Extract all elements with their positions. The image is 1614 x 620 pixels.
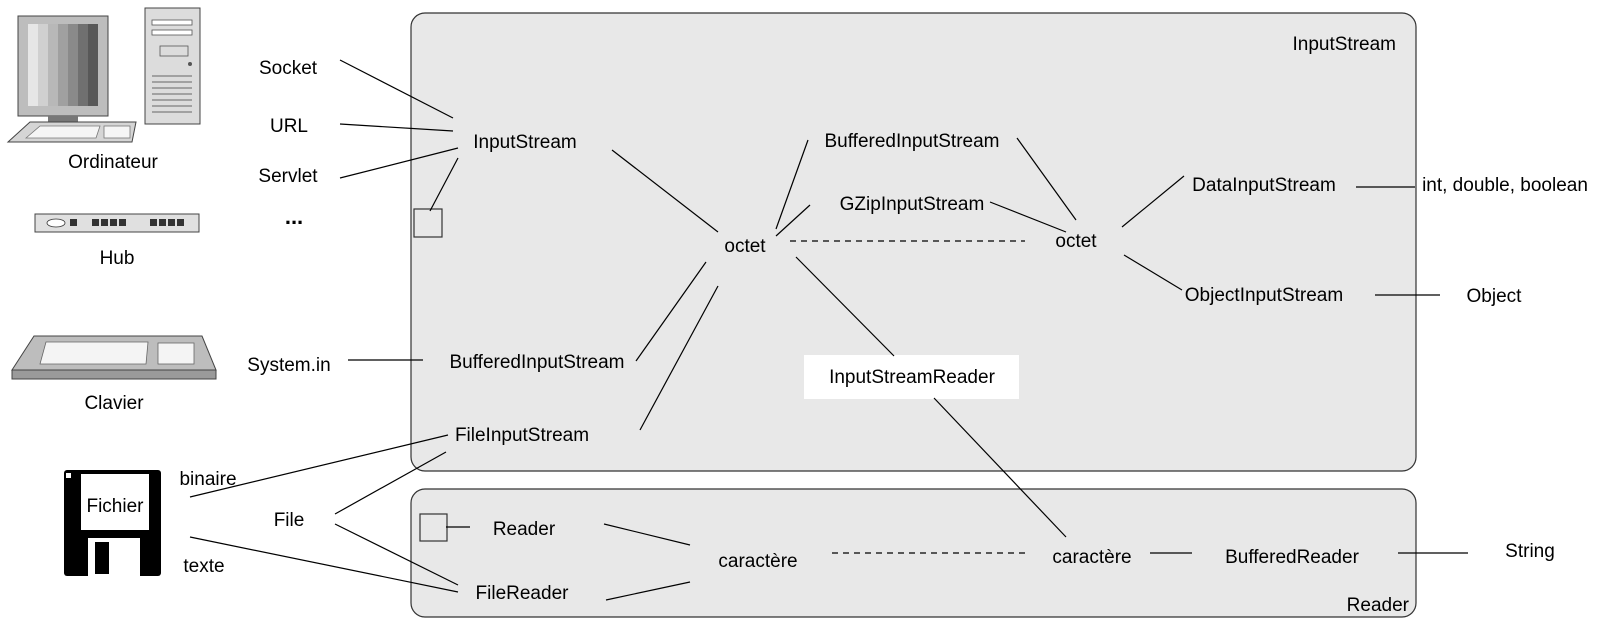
socket-label: Socket — [259, 58, 318, 79]
ellipsis-label: ... — [285, 204, 303, 229]
computer-icon — [6, 7, 201, 143]
computer-label: Ordinateur — [68, 152, 158, 173]
url-label: URL — [270, 116, 308, 137]
objectinputstream-label: ObjectInputStream — [1185, 285, 1343, 306]
servlet-label: Servlet — [258, 166, 318, 187]
binary-label: binaire — [179, 469, 236, 490]
inputstream-label: InputStream — [473, 132, 577, 153]
hub-icon — [34, 213, 200, 233]
datainputstream-label: DataInputStream — [1192, 175, 1336, 196]
bufferedreader-label: BufferedReader — [1225, 547, 1359, 568]
file-disk-label: Fichier — [86, 496, 144, 517]
byte-right-label: octet — [1055, 231, 1097, 252]
bufferedinputstream-bottom-label: BufferedInputStream — [450, 352, 625, 373]
filereader-label: FileReader — [476, 583, 570, 604]
gzipinputstream-label: GZipInputStream — [840, 194, 985, 215]
system-in-label: System.in — [247, 355, 330, 376]
keyboard-label: Clavier — [84, 393, 144, 414]
primitives-output-label: int, double, boolean — [1422, 175, 1588, 196]
fileinputstream-label: FileInputStream — [455, 425, 589, 446]
char-right-label: caractère — [1052, 547, 1131, 568]
file-label: File — [274, 510, 305, 531]
char-left-label: caractère — [718, 551, 797, 572]
inputstream-group-label: InputStream — [1293, 34, 1397, 55]
bufferedinputstream-top-label: BufferedInputStream — [825, 131, 1000, 152]
inputstream-group-box — [410, 12, 1417, 472]
hub-label: Hub — [100, 248, 135, 269]
inputstreamreader-label: InputStreamReader — [829, 367, 995, 388]
object-output-label: Object — [1467, 286, 1523, 307]
text-label: texte — [183, 556, 224, 577]
keyboard-icon — [11, 335, 217, 380]
floppy-disk-icon — [64, 470, 161, 576]
inputstreamreader-box — [804, 355, 1019, 399]
reader-group-label: Reader — [1347, 595, 1410, 616]
abstract-marker-inputstream — [413, 208, 443, 238]
byte-left-label: octet — [724, 236, 766, 257]
string-output-label: String — [1505, 541, 1555, 562]
connector-lines — [189, 59, 1468, 601]
reader-label: Reader — [493, 519, 556, 540]
